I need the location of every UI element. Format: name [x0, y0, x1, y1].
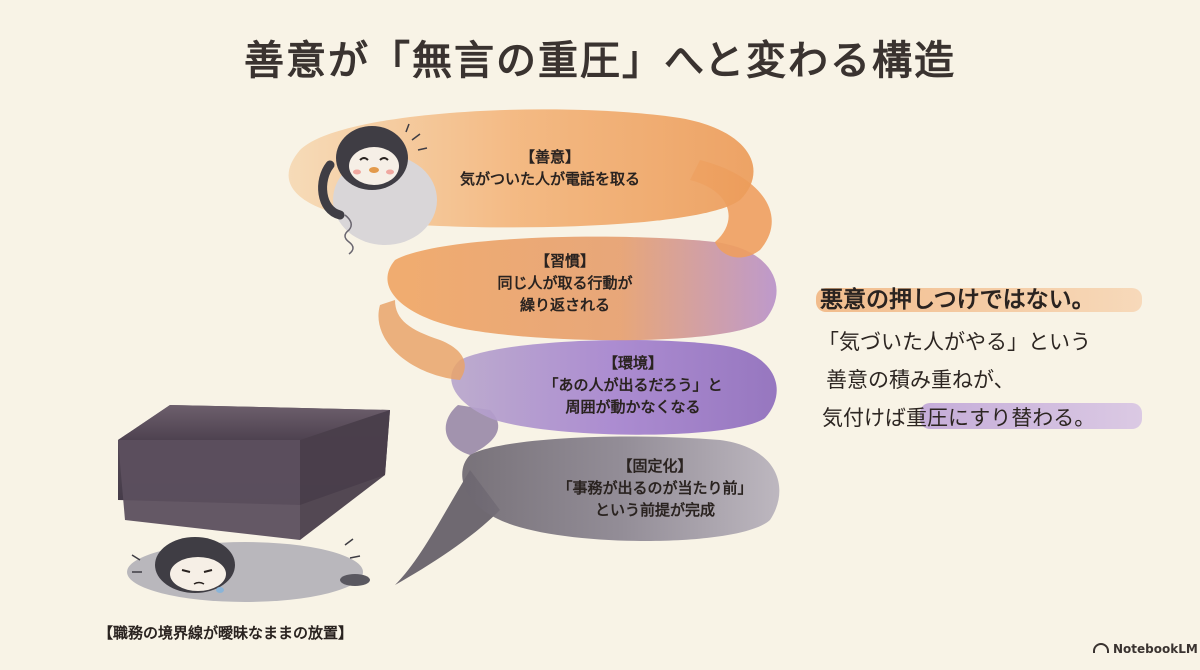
stage-environment: 【環境】 「あの人が出るだろう」と 周囲が動かなくなる	[508, 352, 758, 418]
ribbon-stage-environment	[451, 340, 777, 435]
stage-goodwill-label: 【善意】	[519, 148, 580, 166]
stage-habit-text-1: 同じ人が取る行動が	[497, 274, 633, 292]
right-line-3: 気付けば重圧にすり替わる。	[822, 406, 1096, 430]
notebooklm-logo: NotebookLM	[1093, 642, 1198, 656]
ribbon-stage-habit	[387, 236, 777, 341]
stage-goodwill-text: 気がついた人が電話を取る	[459, 170, 640, 188]
penguin-crushed-icon	[127, 537, 370, 602]
stage-fixed-label: 【固定化】	[617, 457, 693, 475]
stage-habit-label: 【習慣】	[534, 252, 595, 270]
page-title: 善意が「無言の重圧」へと変わる構造	[244, 38, 956, 84]
ribbon-twist-2	[378, 300, 465, 380]
ribbon-stage-fixed	[462, 436, 780, 541]
right-line-2: 善意の積み重ねが、	[826, 368, 1015, 392]
ribbon-twist-3	[445, 405, 499, 455]
headline-highlight	[816, 288, 1142, 312]
pressure-highlight	[920, 403, 1142, 429]
stage-fixed-text-1: 「事務が出るのが当たり前」	[557, 479, 753, 497]
stage-goodwill: 【善意】 気がついた人が電話を取る	[430, 146, 670, 190]
stage-environment-label: 【環境】	[602, 354, 663, 372]
stage-fixed: 【固定化】 「事務が出るのが当たり前」 という前提が完成	[525, 455, 785, 521]
stage-environment-text-2: 周囲が動かなくなる	[565, 398, 701, 416]
stage-fixed-text-2: という前提が完成	[594, 501, 715, 519]
right-headline: 悪意の押しつけではない。	[820, 287, 1095, 313]
stage-habit-text-2: 繰り返される	[519, 296, 610, 314]
notebooklm-logo-text: NotebookLM	[1113, 642, 1198, 656]
heavy-block-icon	[118, 405, 390, 540]
notebooklm-logo-icon	[1093, 643, 1109, 653]
stage-environment-text-1: 「あの人が出るだろう」と	[543, 376, 723, 394]
right-line-1: 「気づいた人がやる」という	[818, 330, 1091, 354]
penguin-phone-icon	[318, 123, 437, 255]
illustration-caption: 【職務の境界線が曖昧なままの放置】	[98, 624, 354, 642]
stage-habit: 【習慣】 同じ人が取る行動が 繰り返される	[460, 250, 670, 316]
